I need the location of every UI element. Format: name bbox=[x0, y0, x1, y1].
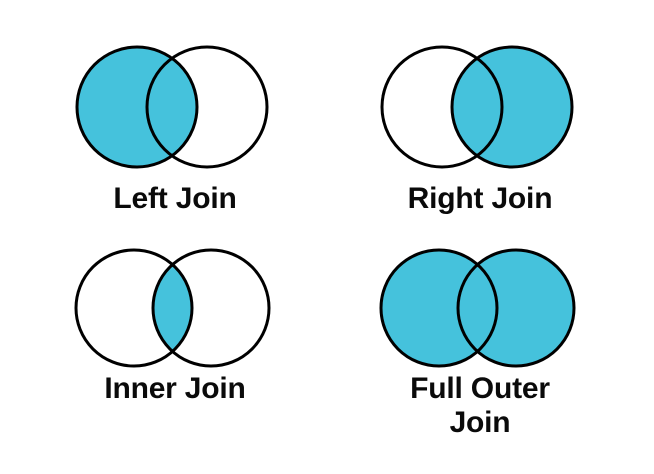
join-label-inner-join: Inner Join bbox=[104, 372, 246, 405]
join-diagram-full-outer-join: Full Outer Join bbox=[345, 240, 615, 470]
right-circle-fill bbox=[458, 250, 574, 366]
join-label-full-outer-join: Full Outer Join bbox=[410, 372, 550, 439]
left-circle-outline bbox=[379, 248, 499, 368]
join-label-right-join: Right Join bbox=[407, 182, 553, 215]
venn-left-join bbox=[74, 42, 274, 177]
venn-full-outer-join bbox=[379, 246, 584, 376]
right-circle-outline bbox=[450, 45, 574, 169]
left-circle-outline bbox=[74, 248, 194, 368]
intersection-fill bbox=[147, 47, 197, 167]
right-circle-outline bbox=[456, 248, 576, 368]
join-label-left-join: Left Join bbox=[113, 182, 237, 215]
join-diagram-left-join: Left Join bbox=[40, 36, 310, 226]
left-circle-outline bbox=[75, 45, 199, 169]
intersection-fill bbox=[452, 47, 502, 167]
join-diagram-right-join: Right Join bbox=[345, 36, 615, 226]
left-circle-outline bbox=[380, 45, 504, 169]
venn-right-join bbox=[379, 42, 579, 177]
intersection-fill bbox=[153, 250, 192, 366]
join-diagram-inner-join: Inner Join bbox=[40, 240, 310, 440]
venn-inner-join bbox=[74, 246, 279, 376]
right-circle-outline bbox=[145, 45, 269, 169]
right-circle-outline bbox=[151, 248, 271, 368]
